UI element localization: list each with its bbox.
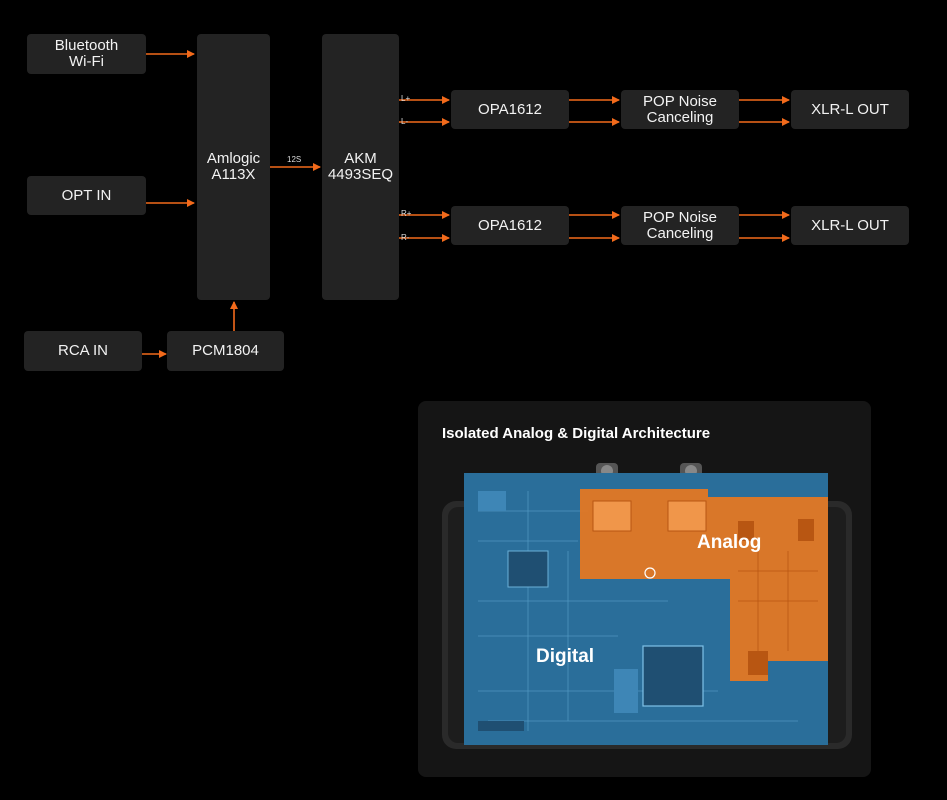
opt-in-box: OPT IN xyxy=(27,176,146,215)
xlr-out-bottom-box: XLR-L OUT xyxy=(791,206,909,245)
digital-zone-label: Digital xyxy=(536,646,595,667)
amlogic-soc-box: Amlogic A113X xyxy=(197,34,270,300)
signal-label-r-plus: R+ xyxy=(401,209,412,218)
circuit-board-illustration xyxy=(442,463,852,749)
bluetooth-wifi-box: Bluetooth Wi-Fi xyxy=(27,34,146,74)
analog-zone-label: Analog xyxy=(697,532,762,553)
xlr-out-top-box: XLR-L OUT xyxy=(791,90,909,129)
pop-noise-top-box: POP Noise Canceling xyxy=(621,90,739,129)
rca-in-box: RCA IN xyxy=(24,331,142,371)
opa1612-top-box: OPA1612 xyxy=(451,90,569,129)
i2s-bus-label: 12S xyxy=(287,155,302,164)
architecture-panel: Isolated Analog & Digital Architecture xyxy=(418,401,871,777)
signal-label-l-plus: L+ xyxy=(401,94,411,103)
pop-noise-bottom-box: POP Noise Canceling xyxy=(621,206,739,245)
signal-label-r-minus: R- xyxy=(401,233,410,242)
opa1612-bottom-box: OPA1612 xyxy=(451,206,569,245)
pcm1804-box: PCM1804 xyxy=(167,331,284,371)
signal-label-l-minus: L- xyxy=(401,117,409,126)
architecture-title: Isolated Analog & Digital Architecture xyxy=(442,425,711,442)
signal-arrows xyxy=(142,50,790,358)
akm-dac-box: AKM 4493SEQ xyxy=(322,34,399,300)
